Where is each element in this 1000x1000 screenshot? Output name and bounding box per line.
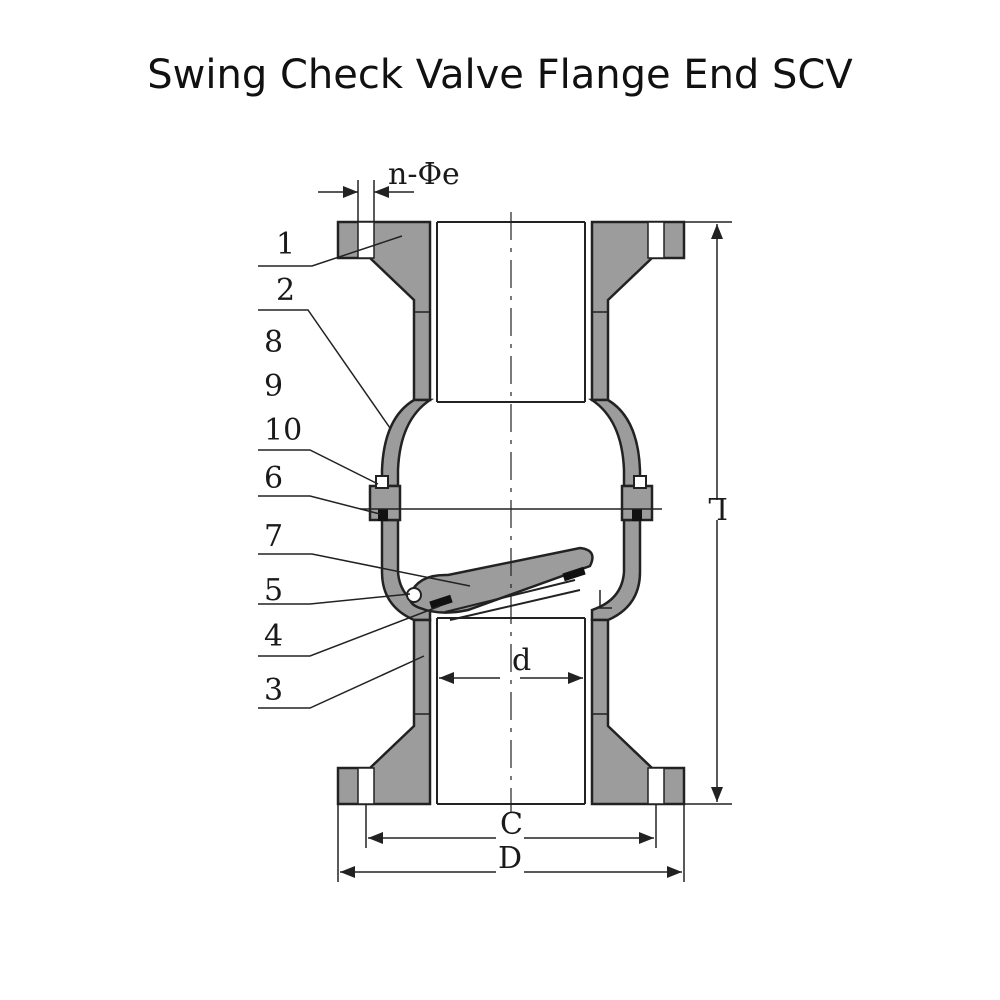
part-label-10: 10 — [264, 413, 302, 448]
callout-5: 5 — [258, 573, 411, 608]
part-label-1: 1 — [276, 227, 295, 262]
part-label-3: 3 — [264, 673, 283, 708]
callout-3: 3 — [258, 655, 425, 709]
part-label-5: 5 — [264, 573, 283, 608]
dimension-d: D — [337, 804, 685, 882]
dimension-nphie: n-Φe — [318, 157, 460, 222]
bolt-circle-label: C — [500, 807, 523, 842]
callout-4: 4 — [258, 605, 441, 657]
page-title: Swing Check Valve Flange End SCV — [147, 52, 853, 98]
bolt-holes-label: n-Φe — [388, 157, 460, 192]
part-label-9: 9 — [264, 369, 283, 404]
flange-diameter-label: D — [498, 841, 522, 876]
part-label-4: 4 — [264, 619, 283, 654]
callout-2: 2 — [258, 273, 391, 429]
dimension-bore: d — [439, 643, 583, 684]
valve-disc — [406, 546, 612, 621]
dimension-c: C — [365, 804, 657, 848]
bottom-flange — [336, 618, 686, 806]
part-label-7: 7 — [264, 519, 283, 554]
part-label-6: 6 — [264, 461, 283, 496]
dimension-length: L — [684, 221, 732, 805]
callout-6: 6 — [258, 461, 381, 515]
callout-7: 7 — [258, 519, 471, 587]
bore-label: d — [512, 643, 531, 678]
callout-10: 10 — [258, 413, 379, 485]
callout-1: 1 — [258, 227, 403, 267]
length-label: L — [708, 490, 728, 525]
part-label-8: 8 — [264, 325, 283, 360]
part-label-2: 2 — [276, 273, 295, 308]
